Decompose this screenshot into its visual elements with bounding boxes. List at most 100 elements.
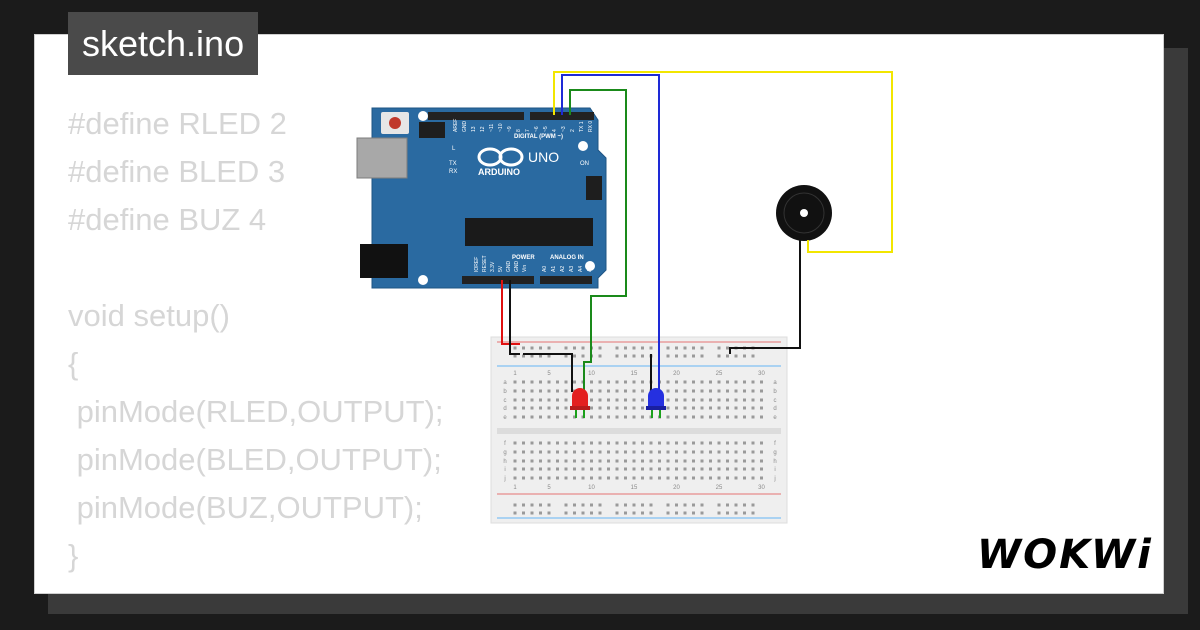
breadboard-hole[interactable] [590,380,593,384]
digital-pin-6[interactable]: ~9 [507,126,513,132]
breadboard-hole[interactable] [598,476,602,480]
breadboard-hole[interactable] [692,406,695,410]
breadboard-hole[interactable] [692,476,695,480]
breadboard-hole[interactable] [556,476,559,480]
breadboard-hole[interactable] [547,346,551,350]
breadboard-hole[interactable] [726,380,729,384]
breadboard-hole[interactable] [573,476,576,480]
breadboard-hole[interactable] [751,511,755,515]
breadboard-hole[interactable] [760,441,763,445]
breadboard-hole[interactable] [581,476,585,480]
breadboard-hole[interactable] [717,380,721,384]
breadboard-hole[interactable] [692,346,695,350]
breadboard-hole[interactable] [726,503,729,507]
breadboard-hole[interactable] [692,450,695,454]
breadboard-hole[interactable] [522,459,525,463]
breadboard-hole[interactable] [513,511,517,515]
breadboard-hole[interactable] [717,415,721,419]
breadboard-hole[interactable] [692,389,695,393]
breadboard-hole[interactable] [743,389,746,393]
breadboard-hole[interactable] [539,380,542,384]
breadboard-hole[interactable] [675,346,678,350]
breadboard-hole[interactable] [658,441,661,445]
breadboard-hole[interactable] [726,467,729,471]
breadboard-hole[interactable] [641,503,644,507]
breadboard-hole[interactable] [709,406,712,410]
breadboard-hole[interactable] [539,398,542,402]
breadboard-hole[interactable] [624,511,627,515]
breadboard-hole[interactable] [556,415,559,419]
breadboard-hole[interactable] [632,503,636,507]
breadboard-hole[interactable] [615,441,619,445]
digital-pin-14[interactable]: TX 1 [579,121,585,132]
breadboard-hole[interactable] [581,346,585,350]
breadboard-hole[interactable] [530,406,534,410]
digital-pin-3[interactable]: 12 [480,126,486,132]
breadboard-hole[interactable] [641,459,644,463]
breadboard-hole[interactable] [760,398,763,402]
breadboard-hole[interactable] [734,459,738,463]
analog-pin-2[interactable]: A2 [560,266,566,272]
breadboard-hole[interactable] [564,467,568,471]
breadboard-hole[interactable] [564,415,568,419]
breadboard-hole[interactable] [700,441,704,445]
breadboard-hole[interactable] [615,389,619,393]
breadboard-hole[interactable] [683,398,687,402]
arduino-uno-board[interactable]: UNO ARDUINO DIGITAL (PWM ~) POWER ANALOG… [356,107,607,289]
breadboard-hole[interactable] [598,467,602,471]
breadboard-hole[interactable] [717,406,721,410]
breadboard-hole[interactable] [530,380,534,384]
breadboard-hole[interactable] [683,459,687,463]
breadboard-hole[interactable] [743,354,746,358]
breadboard-hole[interactable] [547,476,551,480]
breadboard-hole[interactable] [666,415,670,419]
breadboard-hole[interactable] [624,467,627,471]
breadboard-hole[interactable] [632,346,636,350]
breadboard-hole[interactable] [607,441,610,445]
breadboard-hole[interactable] [683,346,687,350]
breadboard-hole[interactable] [624,459,627,463]
breadboard-hole[interactable] [632,441,636,445]
breadboard-hole[interactable] [598,415,602,419]
breadboard-hole[interactable] [726,476,729,480]
breadboard-hole[interactable] [700,389,704,393]
breadboard-hole[interactable] [666,503,670,507]
breadboard-hole[interactable] [564,503,568,507]
breadboard-hole[interactable] [751,380,755,384]
breadboard-hole[interactable] [513,415,517,419]
breadboard-hole[interactable] [522,354,525,358]
breadboard-hole[interactable] [666,354,670,358]
breadboard-hole[interactable] [607,476,610,480]
breadboard-hole[interactable] [573,380,576,384]
breadboard-hole[interactable] [598,441,602,445]
breadboard-hole[interactable] [743,459,746,463]
digital-pin-13[interactable]: 2 [570,129,576,132]
breadboard-hole[interactable] [717,441,721,445]
breadboard-hole[interactable] [675,406,678,410]
breadboard-hole[interactable] [590,467,593,471]
breadboard-hole[interactable] [590,398,593,402]
breadboard-hole[interactable] [666,459,670,463]
breadboard-hole[interactable] [717,450,721,454]
breadboard-hole[interactable] [734,406,738,410]
analog-pin-5[interactable]: A5 [587,266,593,272]
breadboard-hole[interactable] [513,380,517,384]
breadboard-hole[interactable] [564,476,568,480]
breadboard-hole[interactable] [743,511,746,515]
breadboard-hole[interactable] [666,511,670,515]
breadboard-hole[interactable] [590,415,593,419]
breadboard-hole[interactable] [539,346,542,350]
breadboard-hole[interactable] [743,476,746,480]
breadboard-hole[interactable] [734,503,738,507]
breadboard-hole[interactable] [717,354,721,358]
breadboard-hole[interactable] [590,476,593,480]
breadboard-hole[interactable] [751,450,755,454]
breadboard-hole[interactable] [624,503,627,507]
breadboard-hole[interactable] [573,354,576,358]
breadboard-hole[interactable] [675,398,678,402]
breadboard-hole[interactable] [760,415,763,419]
breadboard-hole[interactable] [547,459,551,463]
breadboard-hole[interactable] [607,406,610,410]
analog-pin-3[interactable]: A3 [569,266,575,272]
breadboard-hole[interactable] [522,380,525,384]
